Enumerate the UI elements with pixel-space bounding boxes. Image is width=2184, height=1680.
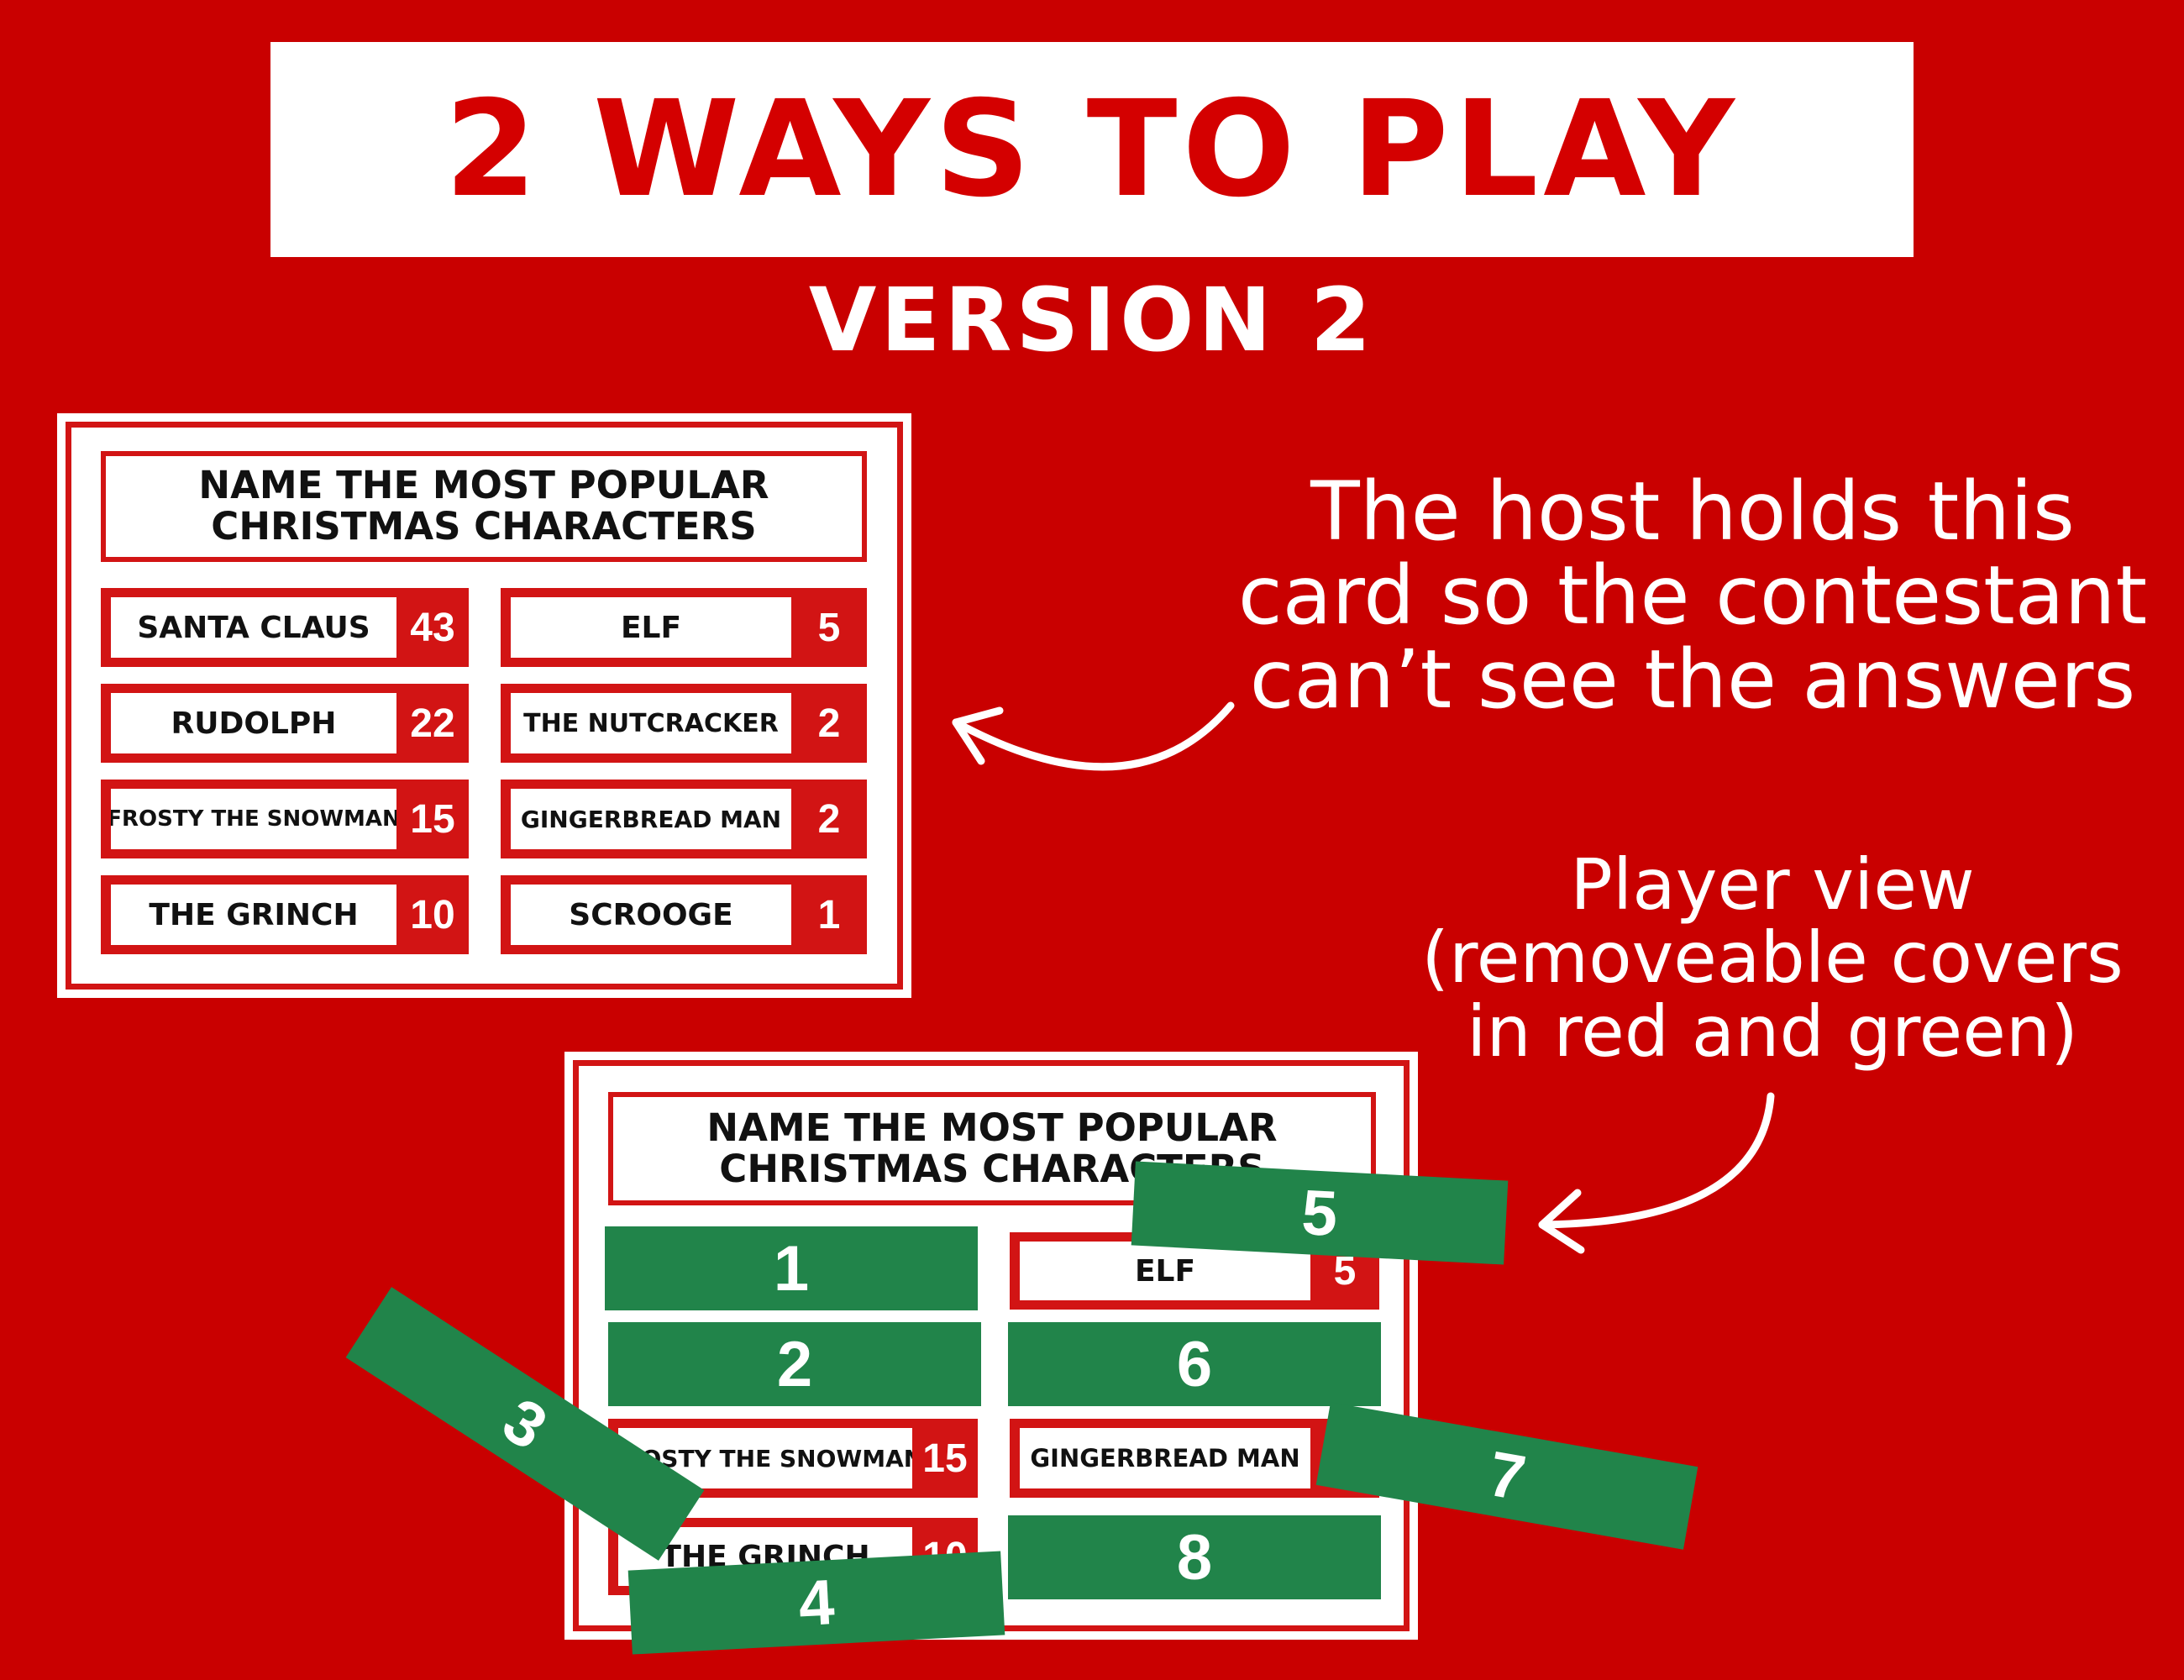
host-answer-slot: THE NUTCRACKER 2 (501, 684, 867, 763)
answer-points: 2 (817, 796, 841, 842)
host-answer-slot: THE GRINCH 10 (101, 875, 469, 954)
answer-name: SANTA CLAUS (111, 597, 396, 658)
title-banner: 2 WAYS TO PLAY (270, 42, 1914, 257)
host-answer-slot: SANTA CLAUS 43 (101, 588, 469, 667)
answer-points: 43 (410, 605, 455, 650)
answer-points: 5 (817, 605, 841, 650)
answer-cover-6[interactable]: 6 (1008, 1322, 1381, 1406)
page-title: 2 WAYS TO PLAY (444, 72, 1740, 227)
answer-points: 15 (410, 796, 455, 842)
host-answer-slot: RUDOLPH 22 (101, 684, 469, 763)
answer-name: RUDOLPH (111, 693, 396, 753)
host-answer-slot: SCROOGE 1 (501, 875, 867, 954)
answer-points: 15 (922, 1436, 968, 1481)
answer-name: SCROOGE (511, 885, 791, 945)
answer-name: THE GRINCH (111, 885, 396, 945)
answer-points: 1 (817, 892, 841, 937)
answer-points: 22 (410, 701, 455, 746)
answer-name: FROSTY THE SNOWMAN (111, 789, 396, 849)
answer-cover-8[interactable]: 8 (1008, 1515, 1381, 1599)
answer-cover-2[interactable]: 2 (608, 1322, 981, 1406)
host-card: NAME THE MOST POPULAR CHRISTMAS CHARACTE… (57, 413, 911, 998)
answer-cover-1[interactable]: 1 (605, 1226, 978, 1310)
answer-points: 10 (410, 892, 455, 937)
answer-name: GINGERBREAD MAN (1020, 1428, 1310, 1488)
version-subtitle: VERSION 2 (808, 269, 1376, 371)
host-answer-slot: ELF 5 (501, 588, 867, 667)
player-question-text: NAME THE MOST POPULAR CHRISTMAS CHARACTE… (706, 1105, 1278, 1191)
host-question-box: NAME THE MOST POPULAR CHRISTMAS CHARACTE… (101, 451, 867, 562)
host-answer-slot: FROSTY THE SNOWMAN 15 (101, 780, 469, 858)
answer-points: 2 (817, 701, 841, 746)
arrow-to-player-card (1538, 1092, 1775, 1254)
player-note: Player view (removeable covers in red an… (1421, 843, 2124, 1073)
host-question-text: NAME THE MOST POPULAR CHRISTMAS CHARACTE… (198, 463, 769, 549)
player-answer-slot: GINGERBREAD MAN (1010, 1419, 1379, 1498)
host-note: The host holds this card so the contesta… (1237, 465, 2148, 727)
answer-name: ELF (511, 597, 791, 658)
answer-name: GINGERBREAD MAN (511, 789, 791, 849)
host-answer-slot: GINGERBREAD MAN 2 (501, 780, 867, 858)
arrow-to-host-card (952, 701, 1235, 771)
answer-name: THE NUTCRACKER (511, 693, 791, 753)
host-card-border (66, 422, 903, 990)
